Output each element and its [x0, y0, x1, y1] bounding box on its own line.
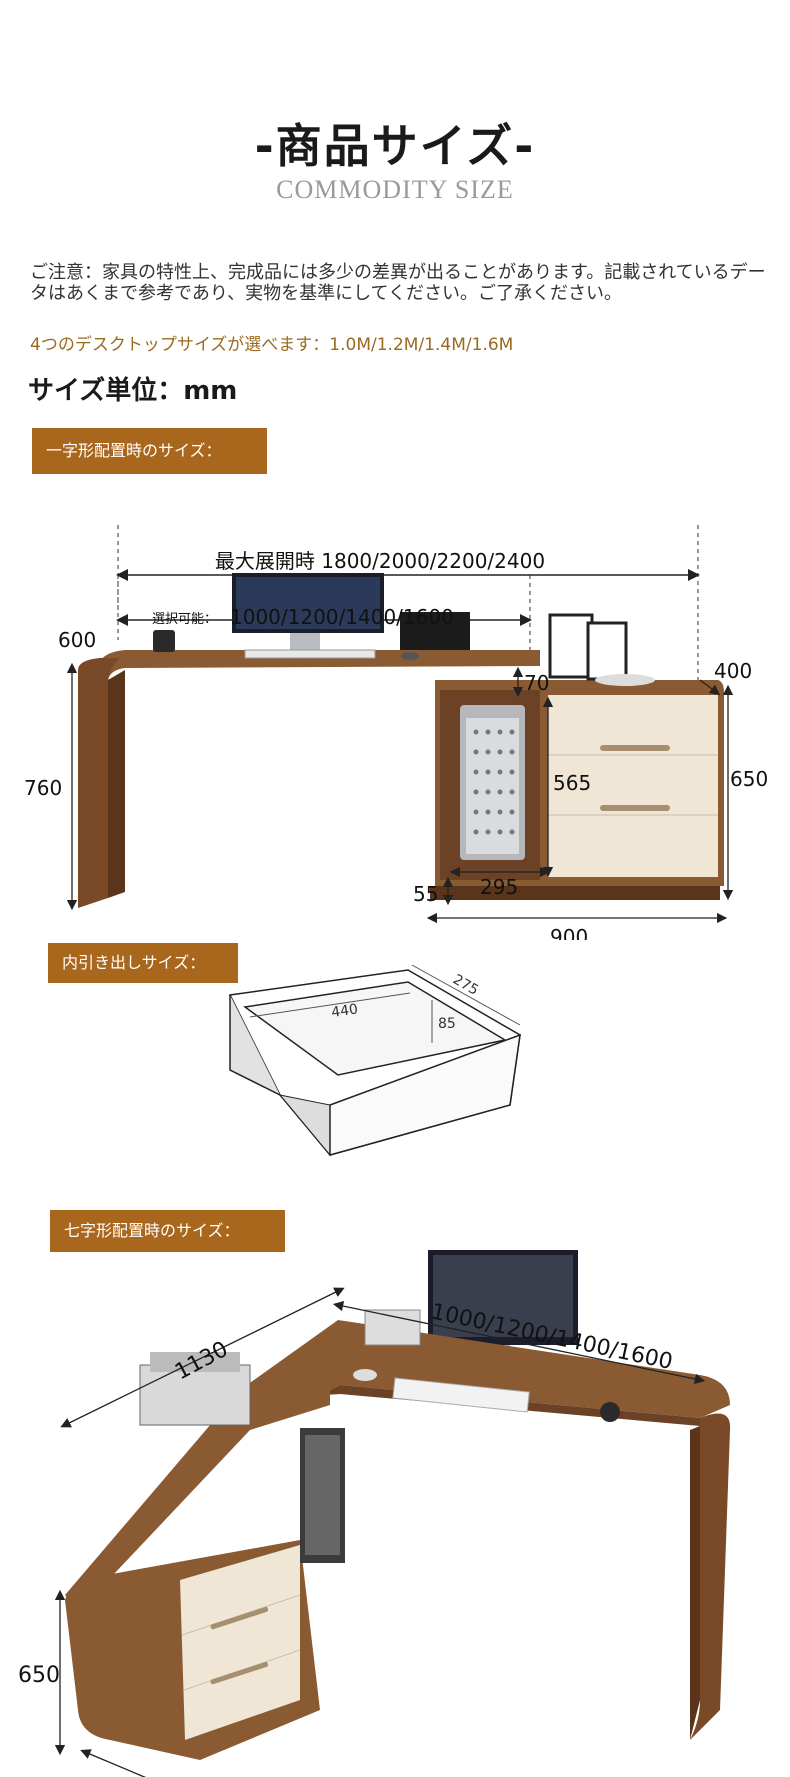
l-height-label: 650 — [18, 1663, 60, 1688]
notice-text: ご注意：家具の特性上、完成品には多少の差異が出ることがあります。記載されているデ… — [30, 262, 766, 304]
straight-layout-diagram: 最大展開時 1800/2000/2200/2400 選択可能： 1000/120… — [24, 525, 768, 940]
section-badge-straight: 一字形配置時のサイズ： — [32, 428, 267, 474]
drawer-height-label: 85 — [438, 1016, 456, 1032]
base-height-label: 55 — [413, 882, 438, 906]
unit-text: サイズ単位：mm — [28, 376, 238, 406]
cabinet-width-label: 900 — [550, 925, 588, 940]
cabinet-height-label: 650 — [730, 767, 768, 791]
l-shape-layout-diagram: 1130 1000/1200/1400/1600 650 400 — [18, 1250, 731, 1777]
section-badge-drawer: 内引き出しサイズ： — [48, 943, 238, 983]
select-prefix-label: 選択可能： — [152, 612, 217, 627]
page-subtitle: COMMODITY SIZE — [276, 175, 514, 204]
drawer-diagram: 440 275 85 — [228, 964, 521, 1157]
page-title: -商品サイズ- — [254, 119, 536, 173]
section-badge-l-shape: 七字形配置時のサイズ： — [50, 1210, 285, 1252]
desk-depth-label: 600 — [58, 628, 96, 652]
select-values-label: 1000/1200/1400/1600 — [230, 605, 454, 629]
desk-height-label: 760 — [24, 776, 62, 800]
inner-width-label: 295 — [480, 875, 518, 899]
inner-height-label: 565 — [553, 771, 591, 795]
gap-label: 70 — [524, 671, 549, 695]
drawer-width-label: 440 — [330, 1001, 359, 1021]
cabinet-depth-label: 400 — [714, 659, 752, 683]
max-span-label: 最大展開時 1800/2000/2200/2400 — [215, 549, 545, 573]
size-options-text: 4つのデスクトップサイズが選べます：1.0M/1.2M/1.4M/1.6M — [30, 335, 514, 355]
